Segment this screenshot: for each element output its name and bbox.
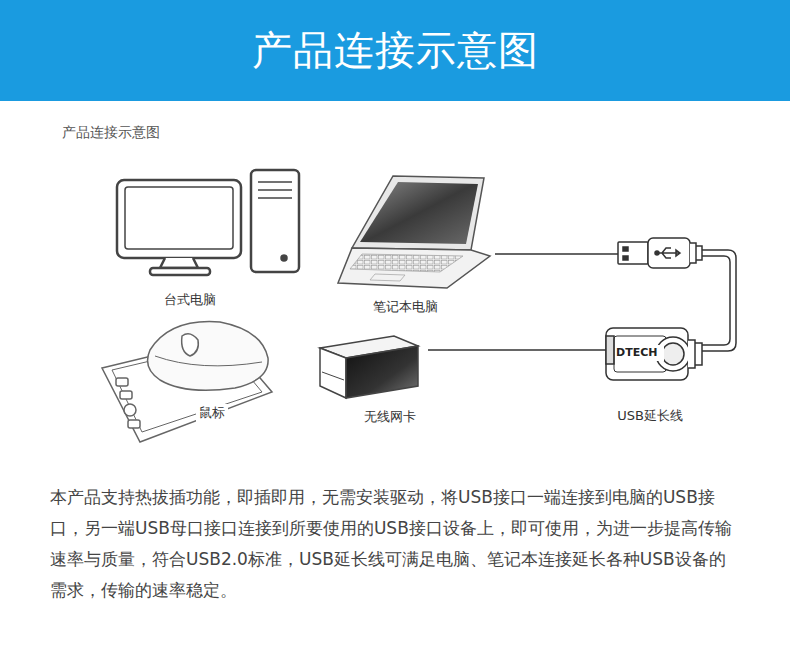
- description-paragraph: 本产品支持热拔插功能，即插即用，无需安装驱动，将USB接口一端连接到电脑的USB…: [50, 482, 742, 606]
- laptop-node: 笔记本电脑: [335, 170, 495, 318]
- connector-line: [428, 349, 600, 351]
- usb-extension-cable-part: [606, 336, 614, 364]
- cable-stub-part: [600, 253, 618, 255]
- desktop-computer-part: [125, 187, 233, 249]
- device-label: 无线网卡: [361, 408, 419, 426]
- laptop-part: [338, 248, 490, 288]
- desktop-computer-part: [258, 181, 292, 183]
- usb-extension-cable-part: [657, 248, 680, 258]
- usb-extension-cable-part: [688, 340, 702, 368]
- desktop-computer-part: [117, 180, 241, 258]
- usb-extension-cable-part: [606, 328, 688, 380]
- connector-line: [495, 253, 600, 255]
- mouse-and-tablet-part: [182, 334, 199, 356]
- usb-extension-cable-part: [648, 238, 690, 268]
- desktop-computer-part: [258, 189, 292, 191]
- usb-extension-cable-part: [702, 256, 730, 345]
- page-title: 产品连接示意图: [0, 22, 790, 78]
- usb-extension-cable-part: [655, 251, 659, 255]
- desktop-computer-part: [160, 258, 198, 268]
- device-label: 台式电脑: [161, 291, 219, 309]
- device-label: 鼠标: [196, 404, 228, 422]
- laptop-part: [350, 254, 463, 272]
- desktop-computer-part: [251, 170, 299, 272]
- usb-extension-cable-part: [662, 343, 684, 365]
- usb-extension-cable: [606, 238, 736, 380]
- section-heading: 产品连接示意图: [62, 122, 262, 142]
- wireless-adapter-part: [346, 346, 418, 398]
- mouse-and-tablet: [102, 322, 272, 442]
- wireless-adapter-part: [322, 372, 344, 380]
- desktop-computer-part: [150, 268, 210, 275]
- desktop-computer-part: [258, 197, 292, 199]
- device-label: USB延长线: [614, 407, 686, 425]
- usb-extension-cable-part: [702, 250, 736, 351]
- laptop-part: [370, 274, 405, 281]
- desktop-computer: [117, 170, 299, 275]
- device-label: 笔记本电脑: [370, 298, 441, 316]
- mouse-and-tablet-part: [148, 322, 269, 391]
- usb-extension-cable-part: [614, 336, 666, 372]
- mouse-and-tablet-part: [128, 420, 140, 428]
- usb-extension-cable-part: [623, 256, 628, 260]
- wireless-adapter-part: [320, 348, 346, 398]
- mouse-and-tablet-part: [124, 404, 136, 416]
- usb-extension-cable-part: [618, 242, 648, 264]
- laptop-part: [360, 182, 478, 244]
- mouse-and-tablet-part: [155, 356, 262, 366]
- desktop-node: 台式电脑: [108, 165, 305, 312]
- usb-extension-cable-part: [690, 243, 702, 263]
- mouse-and-tablet-part: [120, 391, 132, 399]
- mouse-and-tablet-part: [116, 378, 128, 386]
- brand-mark: DTECH: [616, 345, 664, 361]
- wireless-adapter: [320, 336, 418, 398]
- mouse-node: 鼠标: [98, 318, 280, 445]
- usb-extension-cable-part: [623, 247, 628, 251]
- laptop-part: [352, 176, 484, 250]
- wireless-card-node: 无线网卡: [312, 328, 428, 428]
- desktop-computer-part: [282, 256, 287, 261]
- usb-extension-node: USB延长线: [600, 228, 748, 428]
- laptop: [338, 176, 490, 288]
